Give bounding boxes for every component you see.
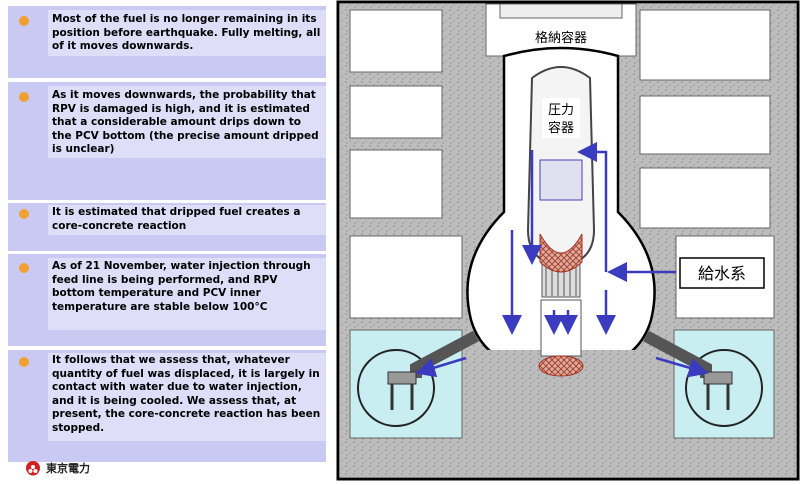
bullet-text-4: As of 21 November, water injection throu… xyxy=(52,260,311,313)
company-name: 東京電力 xyxy=(46,462,90,475)
text-column: Most of the fuel is no longer remaining … xyxy=(0,0,330,481)
feed-system-label: 給水系 xyxy=(698,264,746,283)
bullet-text-1: Most of the fuel is no longer remaining … xyxy=(52,13,321,52)
pcv-label: 格納容器 xyxy=(535,30,587,46)
rpv-label-line2: 容器 xyxy=(548,120,574,136)
bullet-dot xyxy=(19,263,29,273)
bullet-dot xyxy=(19,16,29,26)
bullet-dot xyxy=(19,209,29,219)
fuel-debris-pcv-floor xyxy=(538,355,584,377)
company-logo: 東京電力 xyxy=(26,460,90,476)
fuel-debris-rpv xyxy=(539,233,583,273)
bullet-text-2: As it moves downwards, the probability t… xyxy=(52,89,319,155)
bullet-dot xyxy=(19,92,29,102)
bullet-text-5: It follows that we assess that, whatever… xyxy=(52,354,321,434)
feed-system-box xyxy=(679,257,765,289)
bullet-dot xyxy=(19,357,29,367)
water-flow-arrows xyxy=(415,142,709,378)
bullet-text-3: It is estimated that dripped fuel create… xyxy=(52,206,301,232)
reactor-diagram: 格納容器 圧力 容器 給水系 xyxy=(336,0,800,481)
tepco-logo-icon xyxy=(26,461,40,476)
rpv-label-line1: 圧力 xyxy=(548,103,574,118)
